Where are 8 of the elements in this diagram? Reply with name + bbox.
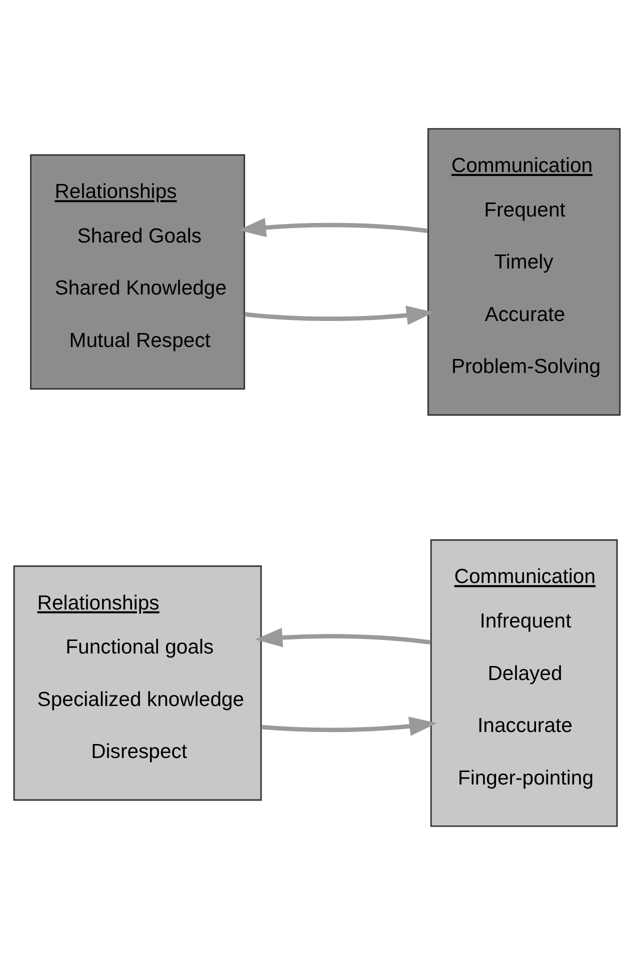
arrow — [261, 716, 438, 736]
arrow — [244, 305, 434, 324]
node-box: Relationships Functional goals Specialized knowledge Disrespect — [13, 564, 262, 800]
node-box: Communication Infrequent Delayed Inaccurate Finger-pointing — [430, 538, 618, 826]
node-box: Communication Frequent Timely Accurate Problem-Solving — [427, 128, 621, 416]
node-box: Relationships Shared Goals Shared Knowledge Mutual Respect — [30, 154, 246, 390]
arrow — [238, 217, 428, 237]
arrow — [254, 627, 431, 647]
